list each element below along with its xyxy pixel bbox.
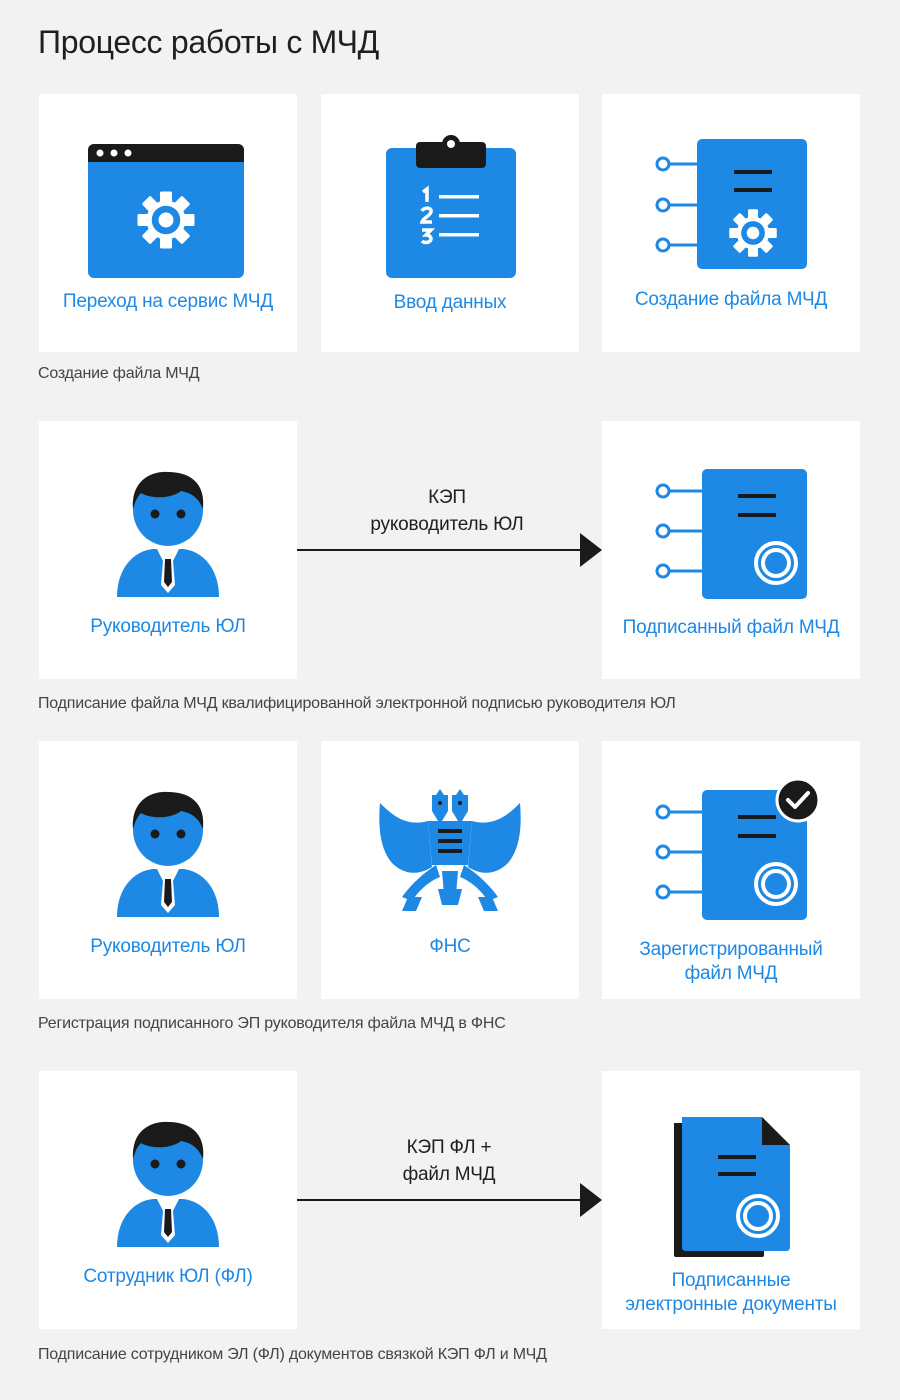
document-gear-icon xyxy=(655,139,807,269)
arrow-label-line: файл МЧД xyxy=(402,1164,496,1185)
card-label: Подписанные электронные документы xyxy=(602,1269,860,1317)
arrow-label-line: КЭП ФЛ + xyxy=(406,1137,492,1158)
card-label: Переход на сервис МЧД xyxy=(62,291,274,312)
arrow-connector xyxy=(297,1183,602,1217)
step3-card-head: Руководитель ЮЛ xyxy=(39,741,297,999)
arrow-label: КЭП руководитель ЮЛ xyxy=(327,484,567,538)
card-label-line: Зарегистрированный xyxy=(639,939,823,960)
step4-card-signed-docs: Подписанные электронные документы xyxy=(602,1071,860,1329)
card-label: Создание файла МЧД xyxy=(634,289,828,310)
step2-caption: Подписание файла МЧД квалифицированной э… xyxy=(38,695,676,712)
browser-gear-icon xyxy=(88,144,244,278)
step1-card-service: Переход на сервис МЧД xyxy=(39,94,297,352)
step4-caption: Подписание сотрудником ЭЛ (ФЛ) документо… xyxy=(38,1346,547,1363)
arrow-label: КЭП ФЛ + файл МЧД xyxy=(329,1134,569,1188)
card-label-line: файл МЧД xyxy=(684,963,778,984)
card-label: ФНС xyxy=(429,936,471,957)
card-label: Руководитель ЮЛ xyxy=(90,616,246,637)
step1-card-file-creation: Создание файла МЧД xyxy=(602,94,860,352)
signed-document-icon xyxy=(655,467,809,601)
arrow-connector xyxy=(297,533,602,567)
card-label: Зарегистрированный файл МЧД xyxy=(602,938,860,986)
clipboard-list-icon xyxy=(386,135,516,278)
card-label: Сотрудник ЮЛ (ФЛ) xyxy=(83,1266,253,1287)
step4-card-employee: Сотрудник ЮЛ (ФЛ) xyxy=(39,1071,297,1329)
card-label: Руководитель ЮЛ xyxy=(90,936,246,957)
step3-caption: Регистрация подписанного ЭП руководителя… xyxy=(38,1015,506,1032)
person-icon xyxy=(117,791,219,917)
card-label-line: электронные документы xyxy=(625,1294,837,1315)
step2-card-signed-file: Подписанный файл МЧД xyxy=(602,421,860,679)
arrow-label-line: КЭП xyxy=(428,487,466,508)
page-title: Процесс работы с МЧД xyxy=(38,24,380,60)
step1-card-data-entry: Ввод данных xyxy=(321,94,579,352)
step1-caption: Создание файла МЧД xyxy=(38,365,200,382)
card-label-line: Подписанные xyxy=(671,1270,791,1291)
person-icon xyxy=(117,1121,219,1247)
step3-card-registered-file: Зарегистрированный файл МЧД xyxy=(602,741,860,999)
step2-card-head: Руководитель ЮЛ xyxy=(39,421,297,679)
eagle-emblem-icon xyxy=(379,789,521,911)
check-badge-icon xyxy=(775,777,821,823)
person-icon xyxy=(117,471,219,597)
arrow-label-line: руководитель ЮЛ xyxy=(370,514,524,535)
card-label: Ввод данных xyxy=(393,292,507,313)
step3-card-fns: ФНС xyxy=(321,741,579,999)
card-label: Подписанный файл МЧД xyxy=(622,617,840,638)
registered-document-icon xyxy=(655,777,821,922)
documents-stack-icon xyxy=(674,1117,790,1257)
